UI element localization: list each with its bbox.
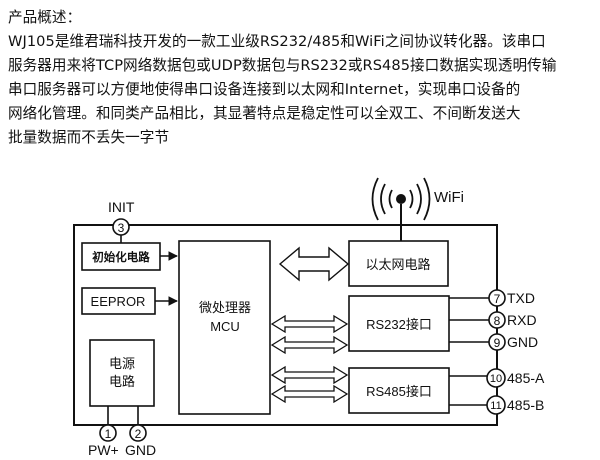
overview-heading: 产品概述： — [8, 9, 82, 26]
wifi-antenna-icon — [371, 177, 431, 242]
pin-7-number: 7 — [494, 292, 501, 306]
pin-9-number: 9 — [494, 336, 501, 350]
eeprom-box — [81, 287, 156, 315]
mcu-serial-bus-arrows — [270, 314, 349, 404]
pin-7 — [488, 289, 506, 307]
pin-11 — [486, 395, 506, 415]
power-circuit-box — [89, 339, 155, 407]
pin-1-number: 1 — [105, 427, 112, 441]
rs232-interface-box — [348, 295, 450, 352]
ethernet-circuit-label: 以太网电路 — [365, 257, 430, 272]
mcu-ethernet-bus-arrow — [278, 246, 350, 282]
pin-2 — [129, 424, 147, 442]
pin-7-label: TXD — [507, 290, 535, 306]
pin-2-label: GND — [125, 442, 156, 458]
ethernet-circuit-box — [348, 240, 449, 287]
pin-11-label: 485-B — [507, 397, 544, 413]
rs485-interface-box — [348, 367, 450, 414]
init-label: INIT — [108, 199, 135, 215]
rs232-interface-label: RS232接口 — [366, 317, 432, 332]
overview-line-2: 服务器用来将TCP网络数据包或UDP数据包与RS232或RS485接口数据实现透… — [8, 57, 557, 74]
overview-line-5: 批量数据而不丢失一字节 — [8, 129, 170, 146]
overview-line-1: WJ105是维君瑞科技开发的一款工业级RS232/485和WiFi之间协议转化器… — [8, 33, 546, 50]
overview-line-4: 网络化管理。和同类产品相比，其显著特点是稳定性可以全双工、不间断发送大 — [8, 105, 521, 122]
pin-8-number: 8 — [494, 314, 501, 328]
pin-3-number: 3 — [118, 221, 125, 235]
pin-9-label: GND — [507, 334, 538, 350]
rs232-signal-lines — [449, 297, 489, 406]
pin-10-number: 10 — [490, 373, 502, 385]
pin-1-label: PW+ — [88, 442, 119, 458]
pin-9 — [488, 333, 506, 351]
pin-2-number: 2 — [135, 427, 142, 441]
pin-10-label: 485-A — [507, 370, 545, 386]
overview-line-3: 串口服务器可以方便地使得串口设备连接到以太网和Internet，实现串口设备的 — [8, 81, 521, 98]
mcu-box — [178, 240, 271, 415]
power-label-line1: 电源 — [109, 356, 135, 371]
product-overview: 产品概述： WJ105是维君瑞科技开发的一款工业级RS232/485和WiFi之… — [8, 6, 596, 150]
pin-11-number: 11 — [490, 400, 501, 412]
mcu-label-en: MCU — [210, 319, 240, 334]
pin-10 — [486, 368, 506, 388]
init-circuit-label: 初始化电路 — [92, 250, 150, 264]
pin-8-label: RXD — [507, 312, 537, 328]
eeprom-label: EEPROR — [91, 294, 146, 309]
pin-8 — [488, 311, 506, 329]
power-label-line2: 电路 — [109, 374, 135, 389]
init-circuit-box — [81, 242, 161, 271]
wifi-label: WiFi — [434, 189, 464, 206]
mcu-label-cn: 微处理器 — [199, 300, 251, 315]
rs485-interface-label: RS485接口 — [366, 384, 432, 399]
pin-1 — [99, 424, 117, 442]
